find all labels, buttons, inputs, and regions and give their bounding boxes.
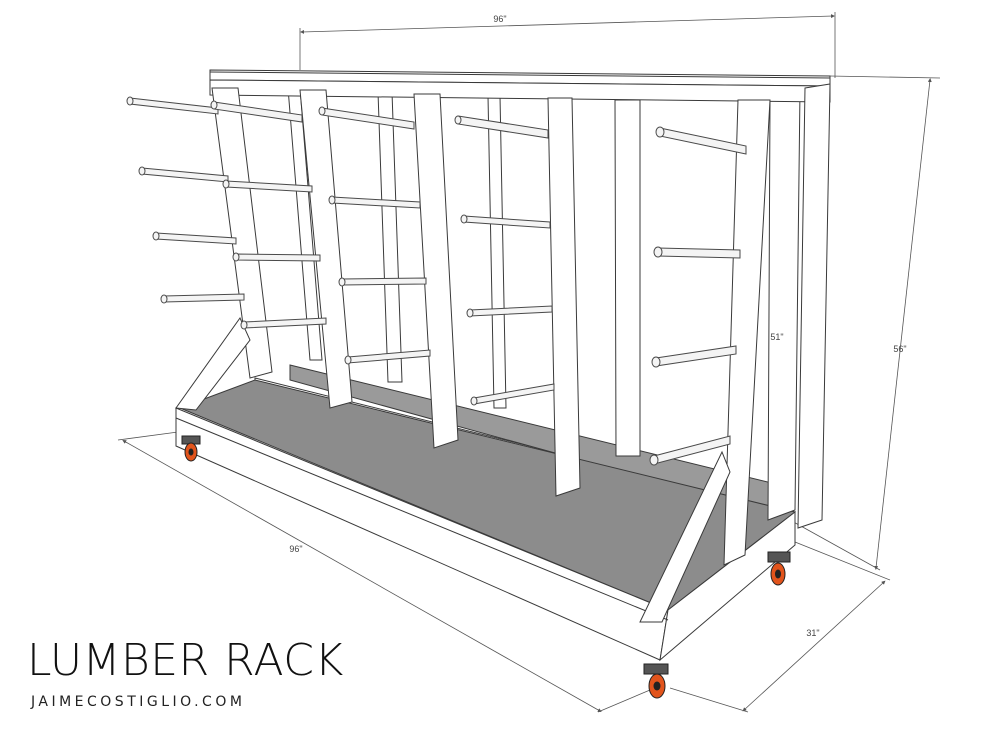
caster-front-right [643, 663, 669, 699]
dim-label-height-overall: 56" [893, 344, 906, 354]
storage-arms [126, 96, 747, 466]
website-label: JAIMECOSTIGLIO.COM [31, 694, 246, 710]
dim-line-depth [742, 580, 886, 712]
dim-line-bottom-length [122, 440, 602, 712]
arm-column-4 [454, 115, 555, 406]
dim-line-top-width [300, 14, 835, 34]
rack-base [175, 364, 797, 662]
caster-front-left [181, 435, 201, 462]
left-brace [175, 317, 251, 411]
right-brace [639, 450, 731, 623]
front-posts [211, 83, 831, 566]
base-side-face [659, 510, 796, 662]
dim-label-height-inner: 51" [770, 332, 783, 342]
casters [181, 435, 791, 699]
caster-back-right [767, 551, 791, 586]
top-rail [209, 69, 831, 103]
arm-column-3 [318, 106, 431, 365]
dim-line-height-overall [874, 78, 932, 570]
side-braces [175, 317, 731, 623]
page-title: LUMBER RACK [27, 635, 344, 686]
arm-column-2 [210, 100, 327, 330]
back-posts [287, 87, 801, 521]
arm-column-5 [649, 126, 747, 466]
dim-label-depth: 31" [806, 628, 819, 638]
arm-column-left [126, 96, 245, 304]
dim-label-bottom-length: 96" [289, 544, 302, 554]
dim-label-top-width: 96" [493, 14, 506, 24]
